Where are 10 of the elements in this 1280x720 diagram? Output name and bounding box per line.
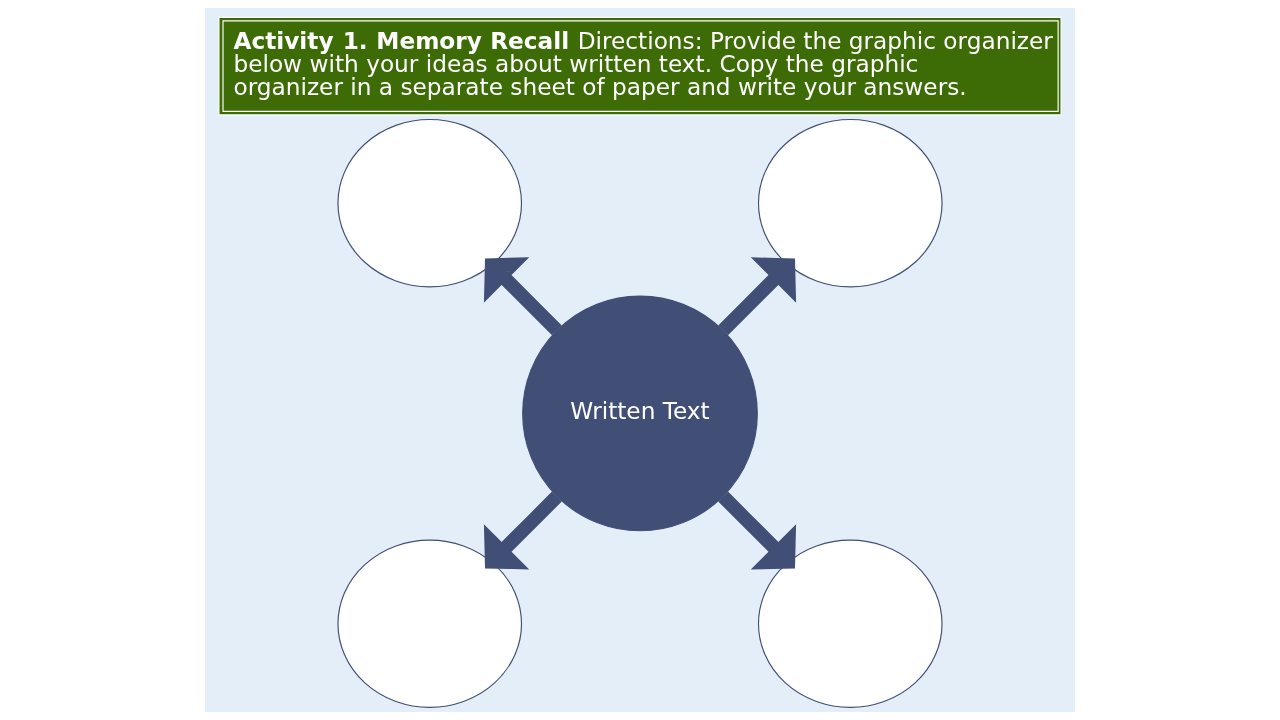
node-circle (757, 118, 943, 288)
node-circle (757, 539, 943, 708)
arrow (718, 257, 797, 336)
arrow (483, 491, 562, 570)
node-circle (337, 539, 523, 708)
diagram-title: Activity 1. Memory Recall Directions: Provide the graphic organizer below with your ideas about written text. Copy the graphic organizer in a separate sheet of paper and write your answers. (233, 26, 1053, 101)
node-circle: Written Text (522, 295, 758, 532)
node-circle (337, 118, 523, 288)
arrow (718, 491, 797, 570)
arrow (483, 257, 562, 336)
